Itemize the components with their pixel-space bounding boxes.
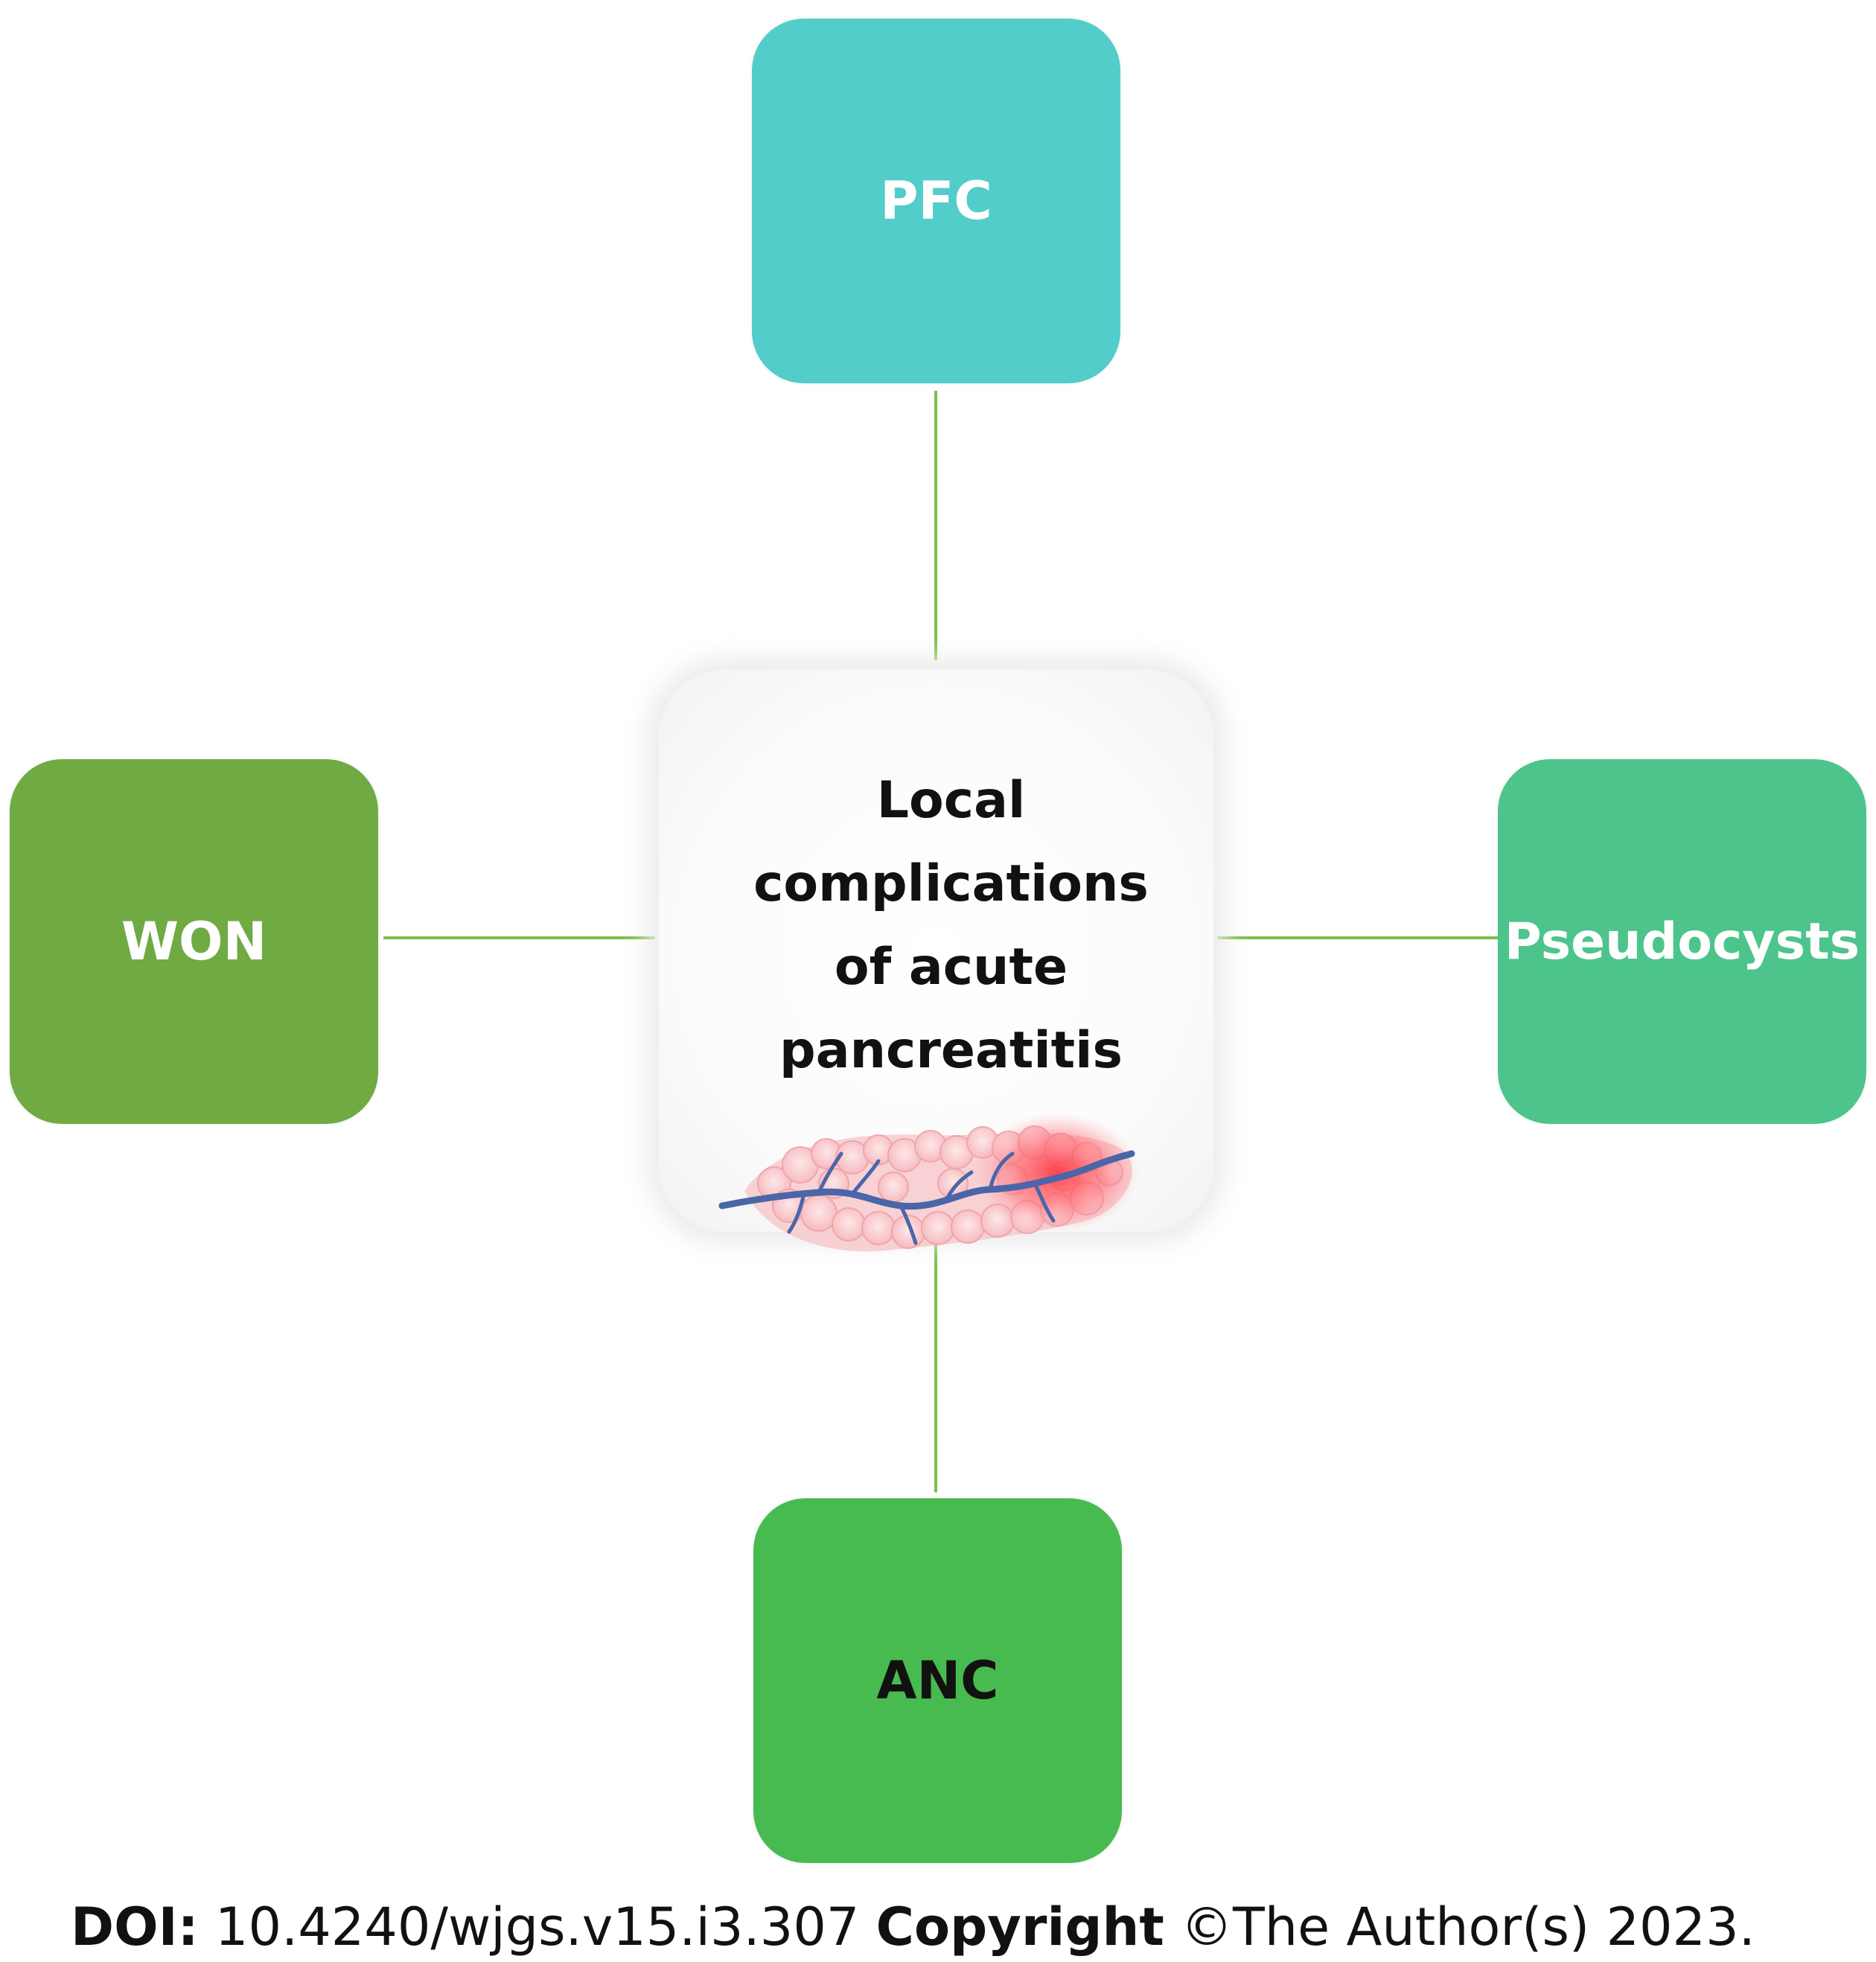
node-pfc: PFC (752, 19, 1120, 383)
pancreas-illustration (718, 1113, 1139, 1252)
copyright-label: Copyright (875, 1897, 1164, 1958)
center-title-line: complications (753, 854, 1149, 913)
center-title-line: of acute (834, 938, 1068, 997)
node-pseudocysts: Pseudocysts (1498, 759, 1866, 1124)
node-pfc-label: PFC (880, 170, 992, 231)
connector-left (383, 936, 655, 939)
node-anc: ANC (753, 1498, 1122, 1863)
doi-copyright-line: DOI: 10.4240/wjgs.v15.i3.307 Copyright ©… (71, 1897, 1857, 1958)
doi-value: 10.4240/wjgs.v15.i3.307 (198, 1897, 876, 1958)
connector-right (1217, 936, 1498, 939)
center-title-line: pancreatitis (779, 1021, 1123, 1080)
copyright-text: ©The Author(s) 2023. (1164, 1897, 1755, 1958)
center-title-line: Local (876, 771, 1026, 830)
node-won: WON (10, 759, 378, 1124)
doi-label: DOI: (71, 1897, 199, 1958)
connector-top (934, 391, 937, 660)
node-won-label: WON (121, 911, 267, 972)
node-anc-label: ANC (876, 1650, 999, 1711)
center-title: Local complications of acute pancreatiti… (659, 759, 1243, 1093)
node-pseudocysts-label: Pseudocysts (1504, 912, 1860, 971)
connector-bottom (934, 1236, 937, 1492)
